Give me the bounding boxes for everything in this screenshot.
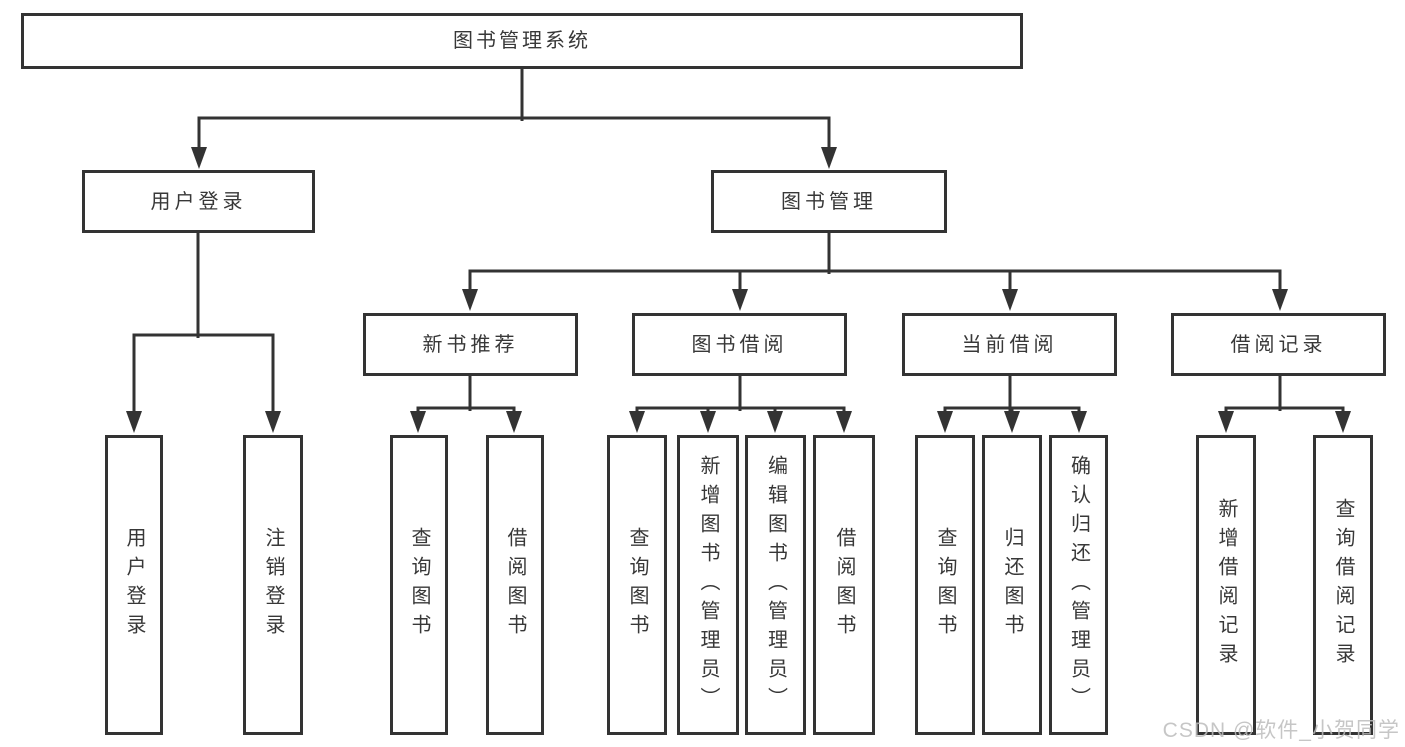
node-leaf-add-borrow-record: 新增借阅记录 — [1196, 435, 1256, 735]
node-leaf-add-book-admin-label: 新增图书（管理员） — [697, 454, 719, 716]
node-leaf-query-books-current-label: 查询图书 — [934, 527, 956, 643]
node-library-system-label: 图书管理系统 — [453, 30, 591, 52]
node-user-login-label: 用户登录 — [150, 190, 247, 213]
node-leaf-logout: 注销登录 — [243, 435, 303, 735]
node-leaf-query-borrow-record-label: 查询借阅记录 — [1332, 498, 1354, 672]
csdn-watermark: CSDN @软件_小贺同学 — [1162, 719, 1400, 742]
connector-line-group — [132, 67, 1345, 416]
node-leaf-query-books-recommend: 查询图书 — [390, 435, 448, 735]
node-leaf-logout-label: 注销登录 — [262, 527, 284, 643]
node-current-borrowing-label: 当前借阅 — [961, 333, 1058, 356]
node-leaf-query-books-borrow: 查询图书 — [607, 435, 667, 735]
node-library-system: 图书管理系统 — [21, 13, 1023, 69]
node-leaf-query-borrow-record: 查询借阅记录 — [1313, 435, 1373, 735]
node-leaf-confirm-return-admin-label: 确认归还（管理员） — [1067, 454, 1090, 716]
node-current-borrowing: 当前借阅 — [902, 313, 1117, 376]
node-book-management: 图书管理 — [711, 170, 947, 233]
node-book-borrowing-label: 图书借阅 — [691, 333, 788, 356]
node-leaf-borrow-books-recommend: 借阅图书 — [486, 435, 544, 735]
node-leaf-add-borrow-record-label: 新增借阅记录 — [1215, 498, 1237, 672]
node-book-borrowing: 图书借阅 — [632, 313, 847, 376]
node-book-management-label: 图书管理 — [781, 190, 877, 213]
node-leaf-return-books: 归还图书 — [982, 435, 1042, 735]
node-borrowing-records-label: 借阅记录 — [1230, 333, 1327, 356]
node-leaf-query-books-recommend-label: 查询图书 — [408, 527, 430, 643]
node-leaf-user-login: 用户登录 — [105, 435, 163, 735]
node-leaf-edit-book-admin: 编辑图书（管理员） — [745, 435, 806, 735]
node-borrowing-records: 借阅记录 — [1171, 313, 1386, 376]
node-user-login: 用户登录 — [82, 170, 315, 233]
node-leaf-confirm-return-admin: 确认归还（管理员） — [1049, 435, 1108, 735]
node-leaf-borrow-books-label: 借阅图书 — [833, 527, 855, 643]
node-leaf-borrow-books: 借阅图书 — [813, 435, 875, 735]
node-leaf-query-books-borrow-label: 查询图书 — [626, 527, 648, 643]
node-leaf-borrow-books-recommend-label: 借阅图书 — [504, 527, 526, 643]
node-leaf-return-books-label: 归还图书 — [1001, 527, 1023, 643]
node-leaf-add-book-admin: 新增图书（管理员） — [677, 435, 739, 735]
node-new-book-recommend-label: 新书推荐 — [422, 333, 519, 356]
node-leaf-query-books-current: 查询图书 — [915, 435, 975, 735]
node-leaf-edit-book-admin-label: 编辑图书（管理员） — [764, 454, 787, 716]
arrowhead-icons — [126, 147, 1351, 433]
node-leaf-user-login-label: 用户登录 — [123, 527, 145, 643]
node-new-book-recommend: 新书推荐 — [363, 313, 578, 376]
